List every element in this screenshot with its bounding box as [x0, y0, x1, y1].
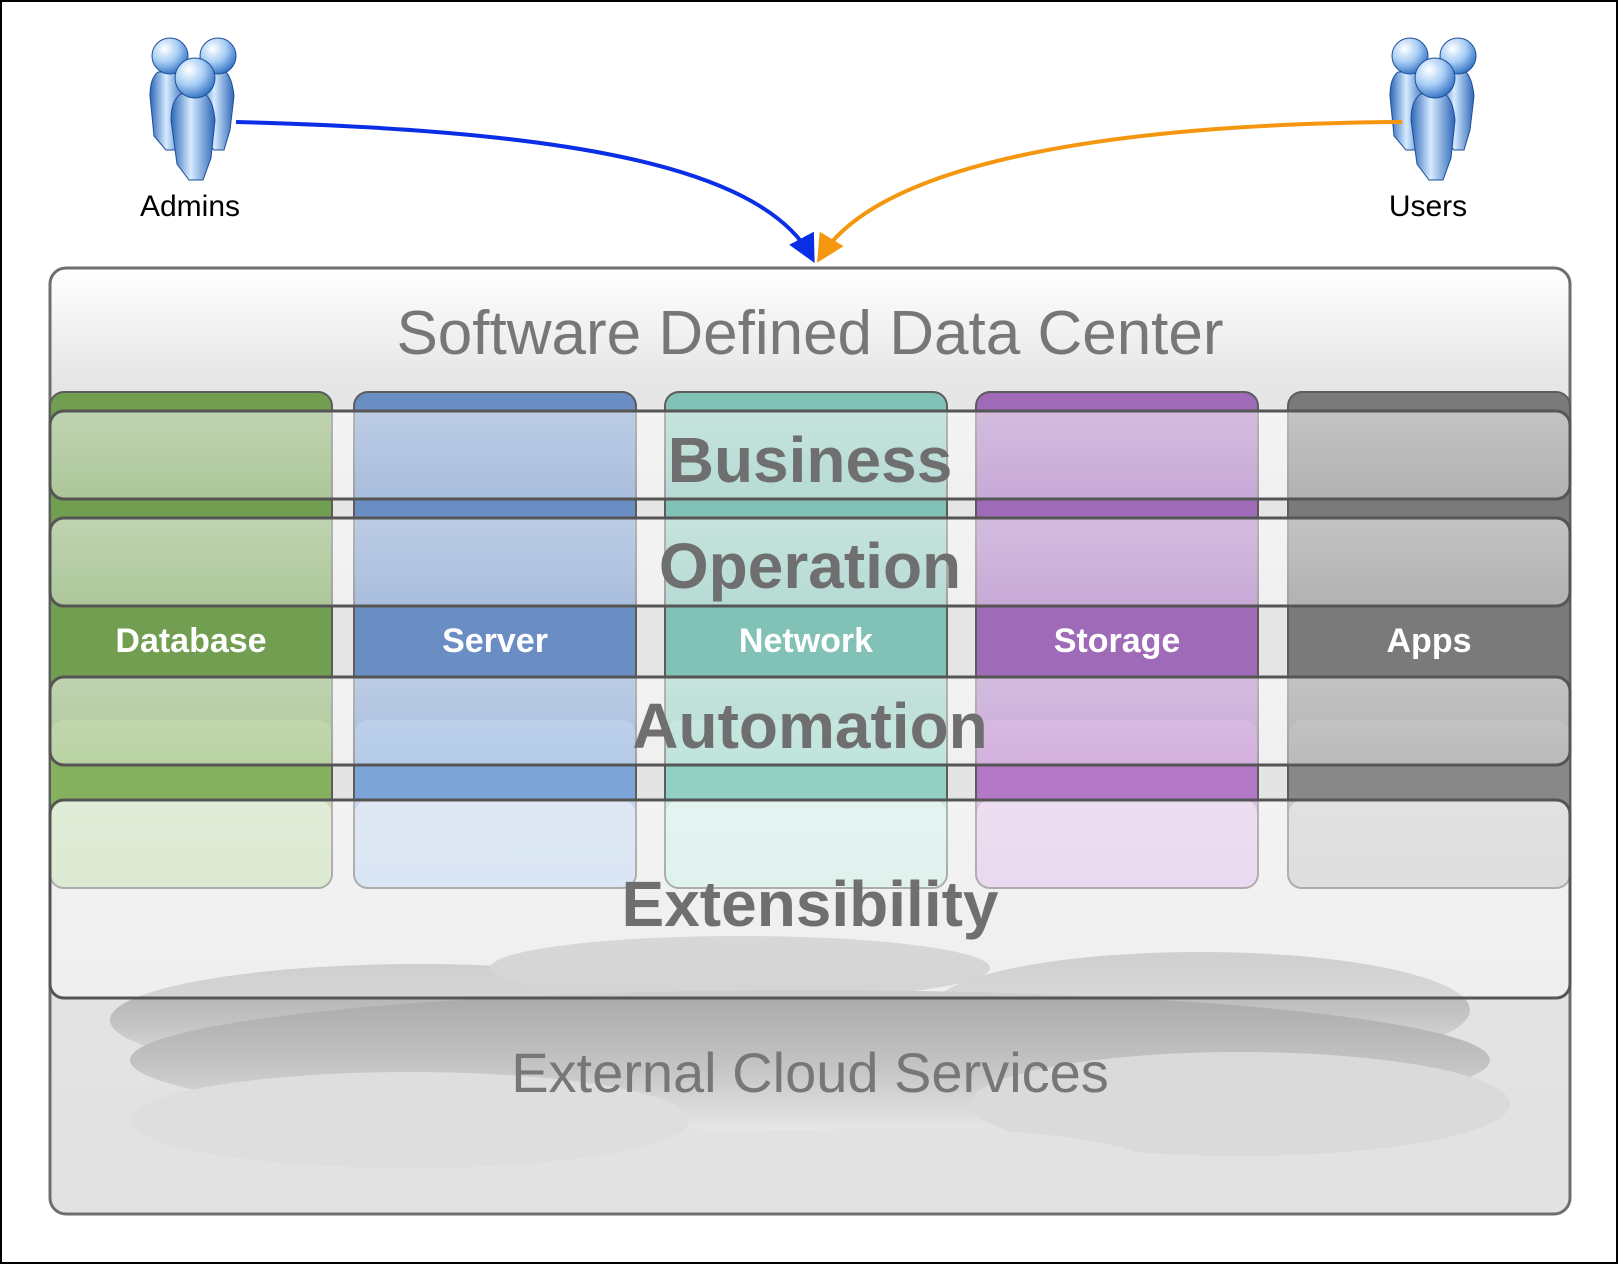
- layer-extensibility: Extensibility: [48, 798, 1572, 1000]
- column-storage-label: Storage: [1054, 622, 1181, 660]
- cloud-label: External Cloud Services: [511, 1041, 1109, 1104]
- layer-extensibility-band: [48, 798, 1572, 1000]
- column-network-label: Network: [739, 622, 873, 660]
- layer-extensibility-label: Extensibility: [622, 868, 999, 940]
- layer-business-label: Business: [668, 424, 953, 496]
- admins-arrow: [235, 120, 815, 263]
- layer-automation: Automation: [48, 675, 1572, 767]
- column-server-label: Server: [442, 622, 548, 660]
- admins-label: Admins: [140, 190, 240, 223]
- column-database-label: Database: [115, 622, 266, 660]
- users-label: Users: [1389, 190, 1467, 223]
- layer-operation-band: [48, 516, 1572, 608]
- layer-automation-label: Automation: [632, 690, 988, 762]
- layer-operation-label: Operation: [659, 530, 961, 602]
- users-arrow: [817, 120, 1403, 263]
- layer-business-band: [48, 409, 1572, 501]
- sddc-title: Software Defined Data Center: [396, 299, 1223, 368]
- layer-operation: Operation: [48, 516, 1572, 608]
- users-actor: Users: [1389, 37, 1477, 223]
- layer-automation-band: [48, 675, 1572, 767]
- column-apps-label: Apps: [1387, 622, 1472, 660]
- admins-actor: Admins: [140, 37, 240, 223]
- layer-business: Business: [48, 409, 1572, 501]
